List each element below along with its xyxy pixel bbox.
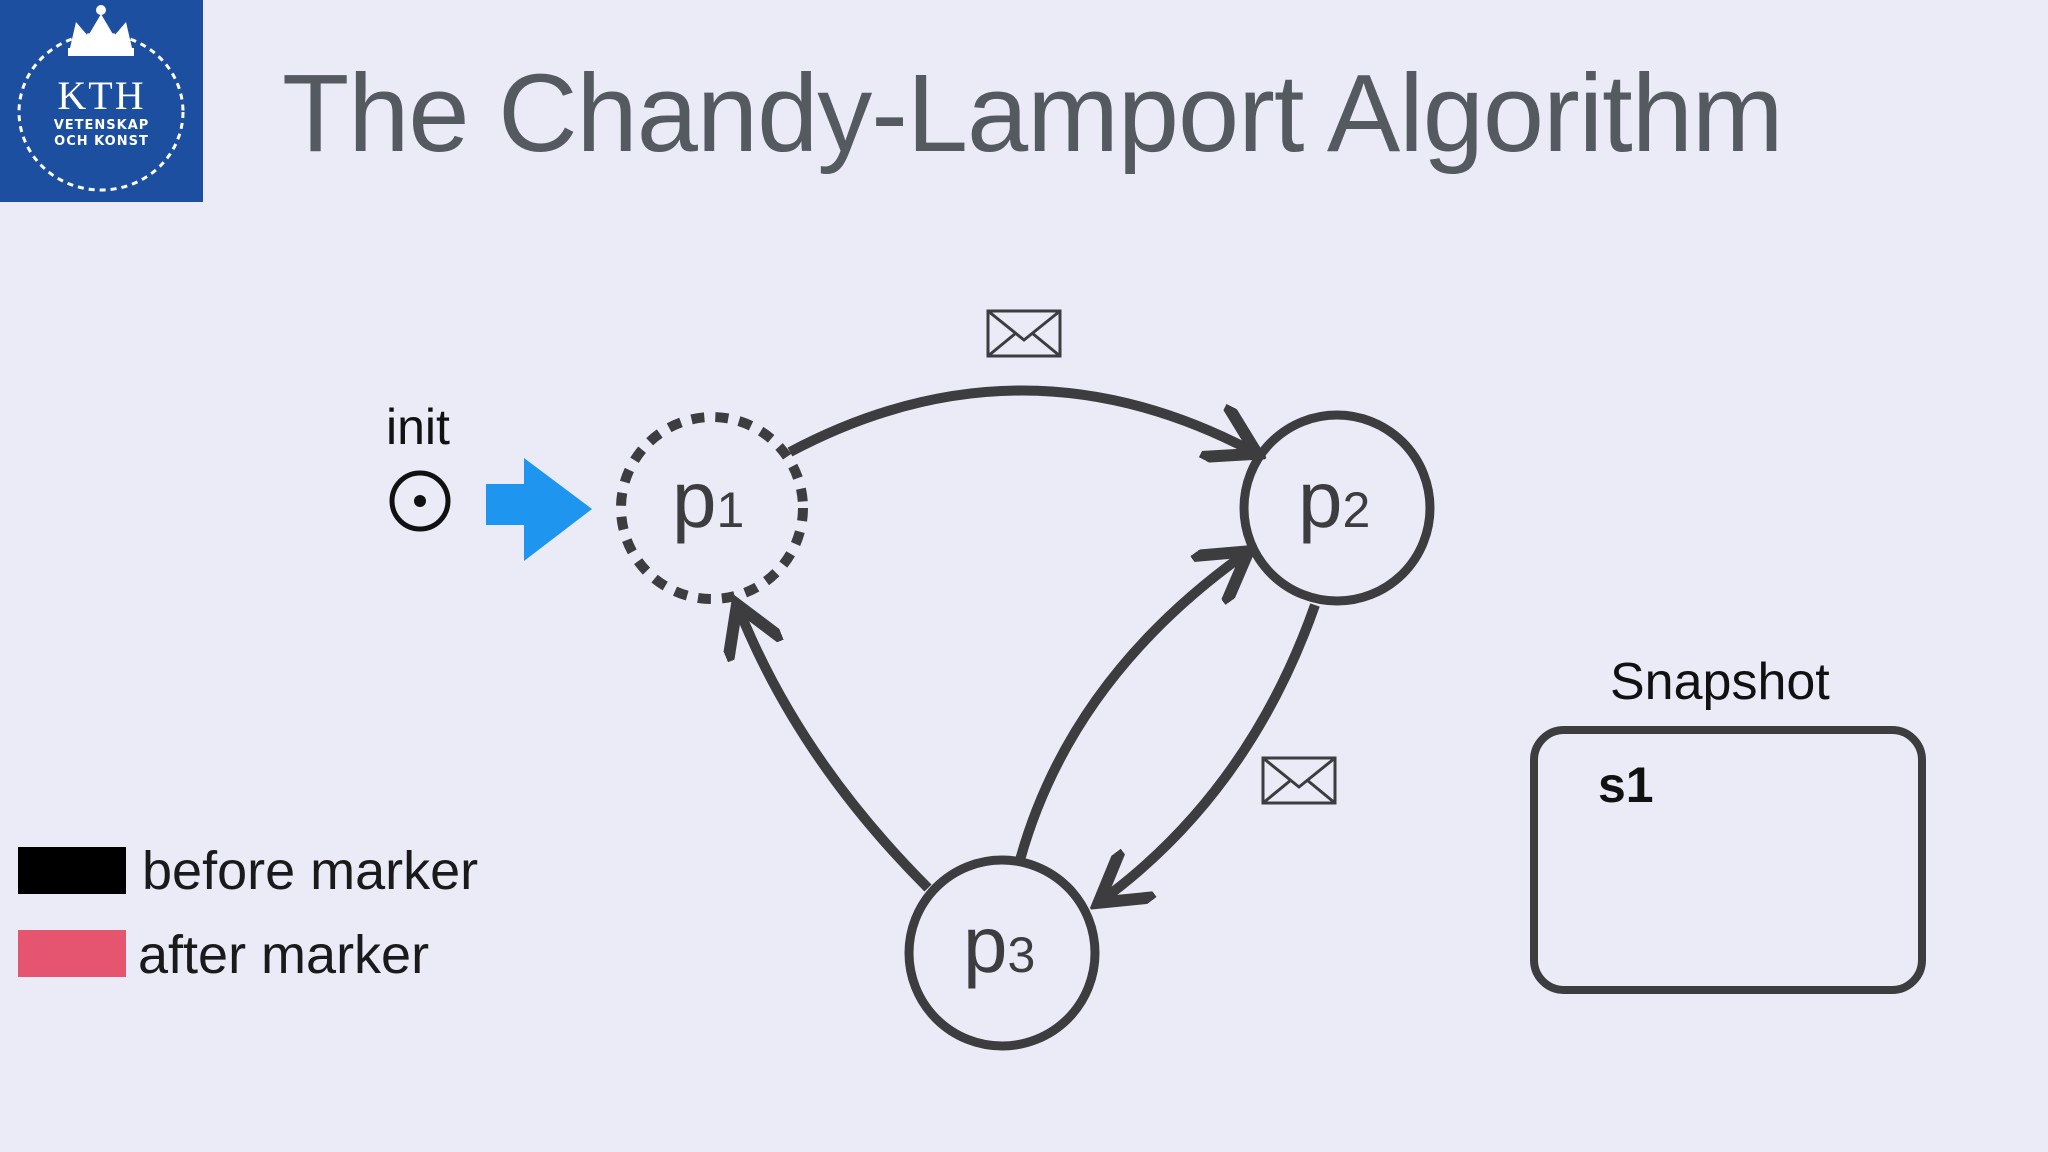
- snapshot-box: s1: [1530, 726, 1926, 994]
- snapshot-item: s1: [1598, 757, 1654, 813]
- node-p3: [904, 855, 1100, 1051]
- logo-subtext-1: VETENSKAP: [53, 118, 150, 133]
- node-p3-label-sub: 3: [1008, 927, 1036, 983]
- node-p2-label: p2: [1298, 455, 1370, 544]
- edge-p1-p2: [787, 385, 1250, 452]
- node-p3-label: p3: [963, 900, 1035, 989]
- envelope-icon-p2-p3: [1261, 756, 1337, 805]
- legend-label-before: before marker: [142, 841, 479, 901]
- node-p1-label-main: p: [672, 455, 717, 544]
- node-p2: [1239, 410, 1435, 606]
- node-p1-label: p1: [672, 455, 744, 544]
- edge-p2-p3: [1105, 603, 1320, 898]
- init-label: init: [386, 399, 450, 455]
- legend-label-after: after marker: [138, 925, 430, 985]
- legend-swatch-before: [18, 847, 126, 894]
- crown-wreath-icon: [17, 5, 185, 192]
- logo-text: KTH: [57, 73, 146, 118]
- snapshot-title: Snapshot: [1610, 653, 1830, 711]
- page-title: The Chandy-Lamport Algorithm: [282, 52, 1784, 175]
- node-p3-label-main: p: [963, 900, 1008, 989]
- edge-p3-p2: [1015, 556, 1242, 862]
- node-p2-label-main: p: [1298, 455, 1343, 544]
- node-p1: [616, 412, 808, 604]
- node-p2-label-sub: 2: [1343, 482, 1371, 538]
- legend-swatch-after: [18, 930, 126, 977]
- edge-p3-p1: [740, 612, 932, 892]
- init-point-icon: [389, 470, 451, 532]
- logo-subtext-2: OCH KONST: [54, 134, 149, 149]
- envelope-icon-p1-p2: [986, 309, 1062, 358]
- node-p1-label-sub: 1: [717, 482, 745, 538]
- init-arrow-icon: [486, 458, 592, 561]
- kth-logo: KTH VETENSKAP OCH KONST: [0, 0, 203, 202]
